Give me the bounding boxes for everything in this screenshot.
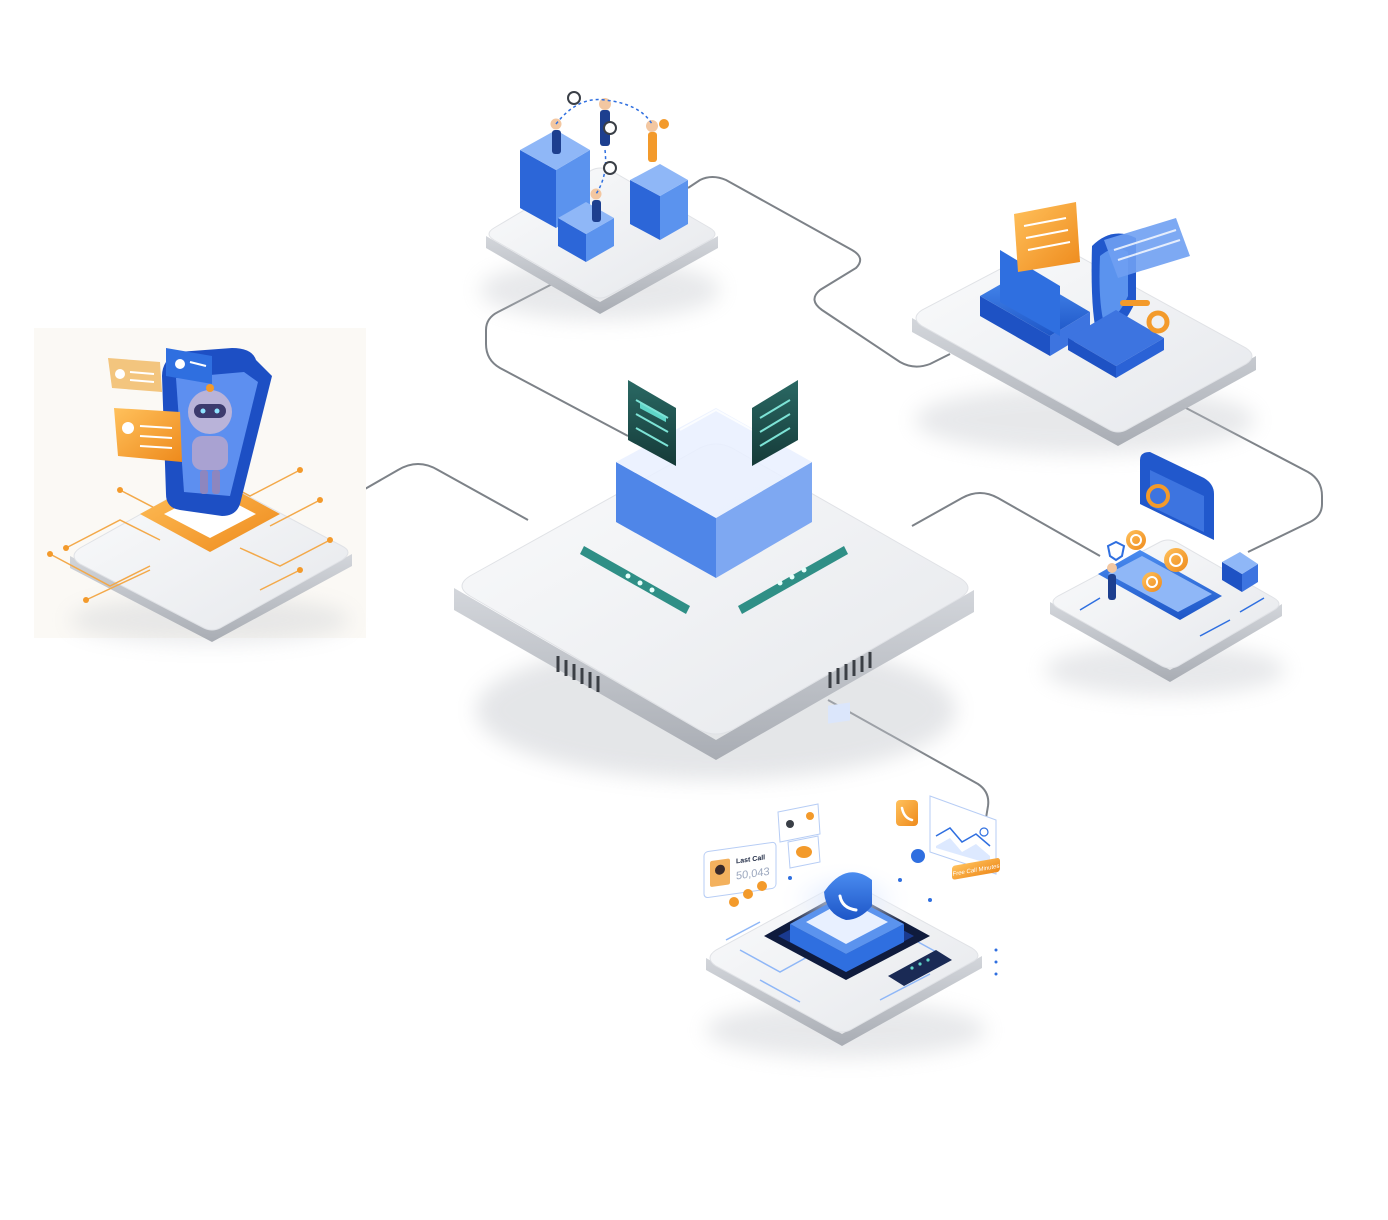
- ai-chatbot-node: [34, 328, 366, 644]
- payments-node: [1045, 452, 1285, 696]
- chat-bubble-user: [166, 348, 212, 384]
- connector-hub-to-team: [485, 279, 629, 437]
- chat-bubble-reply: [114, 408, 182, 462]
- contact-card: [777, 803, 821, 843]
- hub-vent-left: [556, 656, 600, 692]
- connectors: [317, 176, 1323, 819]
- phone-badge-icon: [896, 800, 918, 826]
- connector-team-to-messaging: [687, 176, 951, 368]
- hub-slot-left: [580, 546, 690, 614]
- last-call-label: Last Call: [736, 854, 765, 865]
- robot-phone-icon: [162, 348, 272, 516]
- piggy-bank-card: [787, 835, 821, 869]
- team-network-icon: [520, 91, 688, 262]
- hub-chip-right: [752, 380, 798, 466]
- team-collaboration-node: [480, 91, 720, 320]
- analytics-card: [929, 795, 997, 875]
- connector-hub-to-callcenter: [827, 699, 990, 819]
- mini-panel: [828, 702, 850, 724]
- last-call-value: 50,043: [736, 866, 770, 883]
- circuit-traces: [49, 469, 331, 601]
- wallet-coins-icon: [1079, 452, 1265, 637]
- hub-chip-left: [628, 380, 676, 466]
- phone-headset-icon: [790, 872, 904, 972]
- dollar-badge: [911, 849, 925, 863]
- chat-bubble-bot: [108, 358, 162, 392]
- call-center-node: Last Call 50,043 Free Call Mi: [703, 702, 1000, 1058]
- hub-vent-right: [828, 652, 872, 688]
- hub-slot-right: [738, 546, 848, 614]
- call-action-dots: [729, 881, 767, 907]
- connector-hub-to-ai: [317, 463, 529, 521]
- connector-hub-to-payments: [911, 492, 1101, 557]
- connector-messaging-to-payments: [1185, 407, 1323, 553]
- secure-messaging-node: [912, 202, 1256, 454]
- central-hub: [454, 380, 974, 780]
- email-security-icon: [980, 202, 1190, 378]
